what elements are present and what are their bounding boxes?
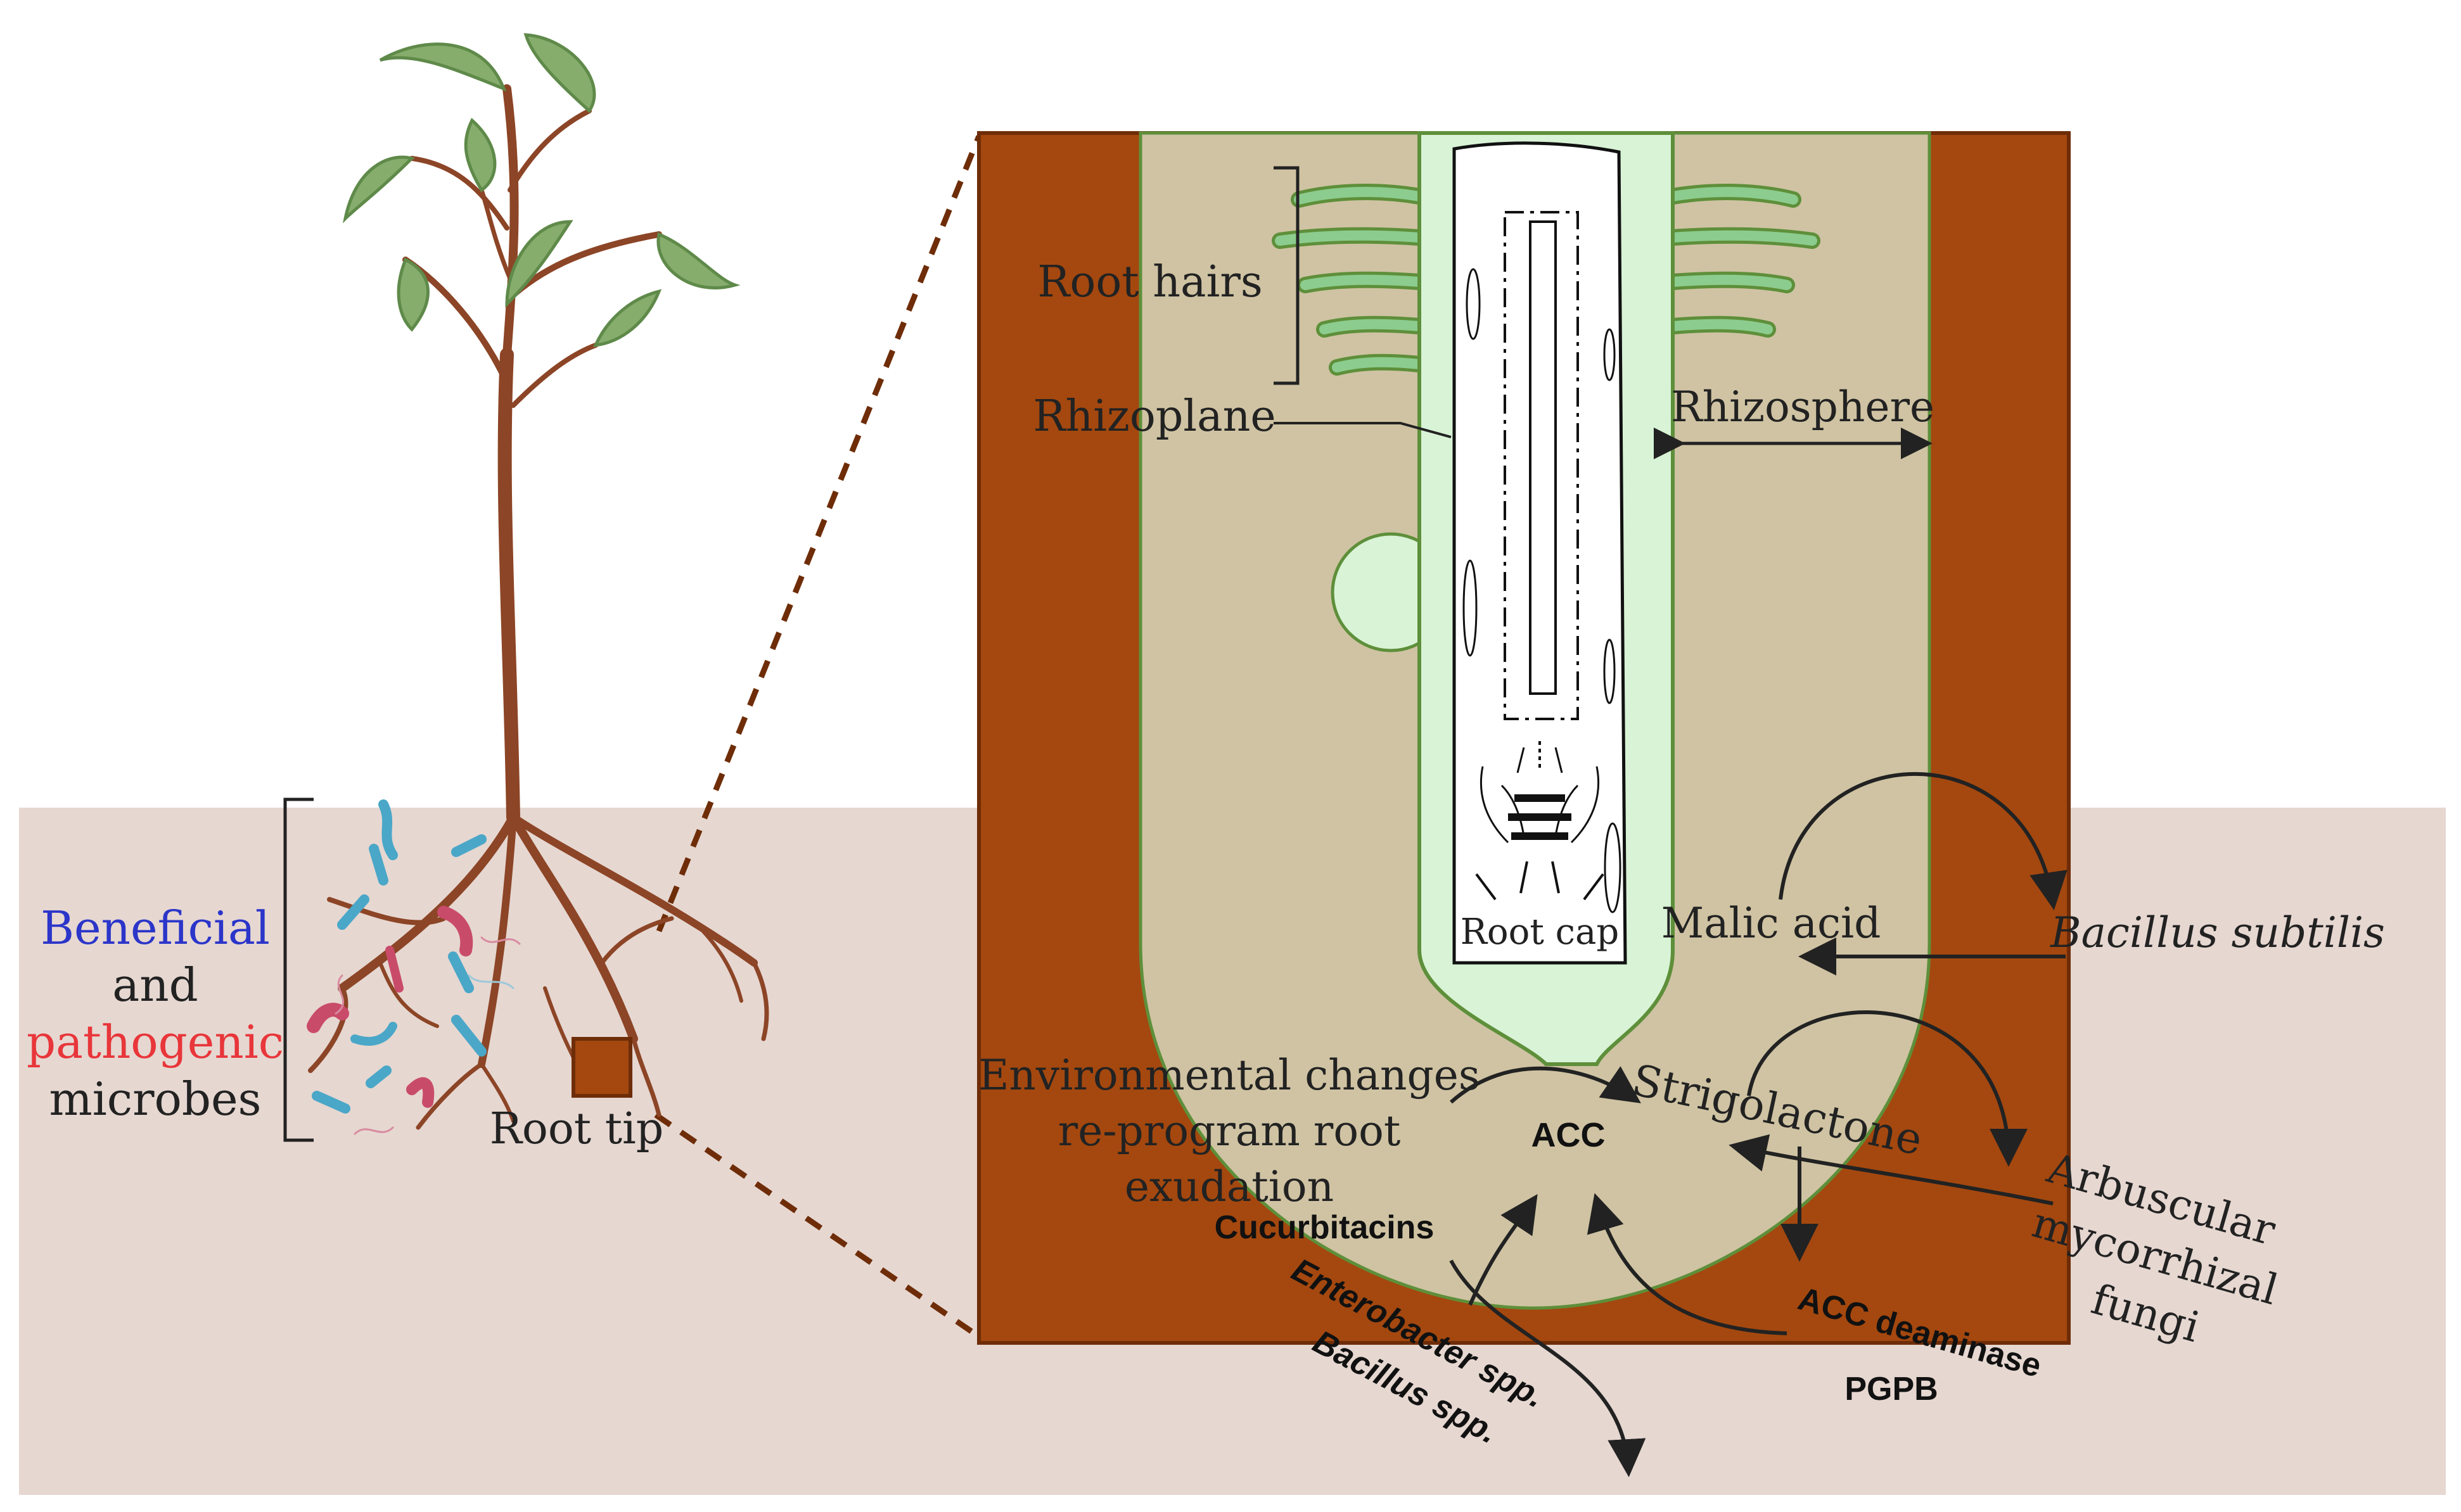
beneficial-label: Beneficial: [41, 901, 270, 955]
pgpb-label: PGPB: [1844, 1371, 1938, 1407]
microbe-blue: [369, 844, 388, 886]
and-label: and: [112, 958, 198, 1012]
zoom-panel: [977, 131, 2071, 1345]
arrow-amf-to-strigolactone: [1729, 1134, 2054, 1205]
root-tip-label: Root tip: [490, 1104, 664, 1154]
plant-leaves: [342, 33, 741, 348]
microbes: [307, 799, 521, 1135]
microbe-blue: [448, 951, 474, 993]
zoom-line-top: [656, 135, 982, 932]
pathogenic-label: pathogenic: [27, 1015, 284, 1069]
microbe-red: [307, 1003, 349, 1033]
arrow-cucurbitacins-out: [1449, 1259, 1646, 1477]
root-hairs-label: Root hairs: [1037, 257, 1263, 307]
microbe-blue: [378, 799, 398, 860]
process-arrows: [1449, 772, 2068, 1477]
plant-stem: [402, 84, 662, 824]
microbe-blue: [312, 1091, 350, 1114]
microbe-flagella: [354, 1126, 394, 1135]
microbe-blue: [350, 1022, 397, 1046]
rhizoplane-leader: [1274, 422, 1452, 438]
microbe-blue: [366, 1065, 392, 1088]
bacillus-subtilis-label: Bacillus subtilis: [2050, 908, 2385, 957]
root-tip-marker: [572, 1037, 632, 1098]
malic-acid-label: Malic acid: [1661, 899, 1881, 948]
root-cap-label: Root cap: [1461, 912, 1620, 953]
arrow-enterobacter-to-acc: [1468, 1194, 1538, 1306]
arrow-pgpb-to-acc: [1587, 1193, 1787, 1335]
plant: [308, 33, 769, 1130]
rhizoplane-label: Rhizoplane: [1033, 391, 1275, 442]
microbe-red: [385, 946, 404, 993]
microbe-flagella: [335, 974, 345, 1015]
microbe-flagella: [480, 936, 521, 945]
microbe-flagella: [468, 974, 515, 989]
microbe-red: [437, 906, 473, 956]
environmental-changes-label-1: Environmental changes: [978, 1051, 1480, 1100]
arrow-malic-to-bacillus: [1779, 772, 2068, 910]
arrow-env-to-strigolactone: [1450, 1066, 1641, 1104]
arrow-strigolactone-to-amf: [1747, 1010, 2028, 1167]
rhizosphere-label: Rhizosphere: [1671, 383, 1934, 431]
microbe-blue: [451, 1015, 487, 1057]
microbe-red: [406, 1077, 435, 1108]
microbes-bracket: [283, 797, 314, 1142]
microbe-blue: [337, 894, 369, 930]
acc-label: ACC: [1531, 1116, 1606, 1154]
cucurbitacins-label: Cucurbitacins: [1215, 1209, 1435, 1246]
root-internal-sketch: [1452, 141, 1627, 965]
microbes-label: microbes: [49, 1072, 261, 1126]
plant-roots: [308, 813, 769, 1130]
environmental-changes-label-3: exudation: [1125, 1162, 1334, 1211]
microbe-blue: [451, 834, 487, 857]
zoom-line-bottom: [654, 1112, 981, 1339]
environmental-changes-label-2: re-program root: [1058, 1107, 1401, 1155]
root-hairs-bracket: [1274, 166, 1300, 385]
